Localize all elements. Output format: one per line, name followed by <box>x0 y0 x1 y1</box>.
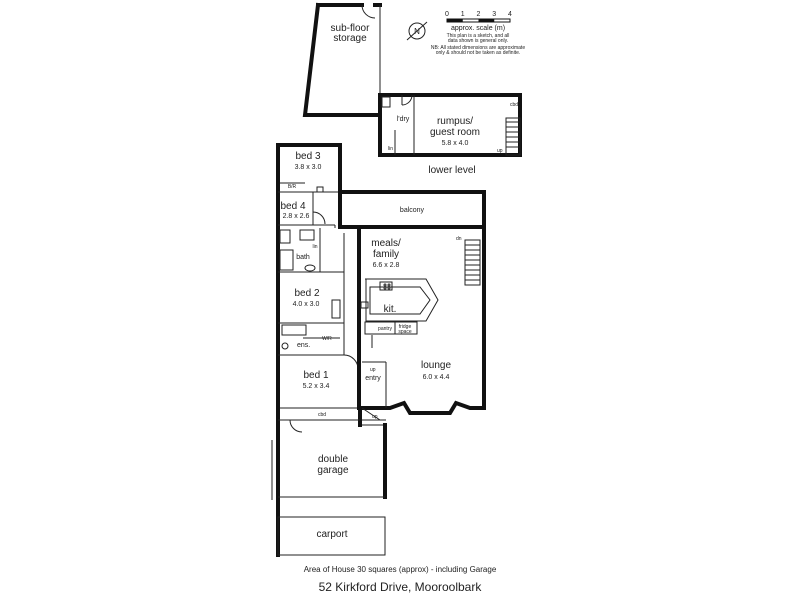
kit-label: kit. <box>384 304 397 315</box>
porch-up-label: up <box>372 414 378 420</box>
lower-stairs <box>505 117 521 156</box>
main-stairs: dn <box>456 236 481 286</box>
scale-tick-3: 3 <box>492 11 496 18</box>
address-title: 52 Kirkford Drive, Mooroolbark <box>318 580 482 594</box>
area-note: Area of House 30 squares (approx) - incl… <box>303 565 497 574</box>
bed3-robe: B/R <box>288 184 297 190</box>
lin-label: lin <box>388 146 393 152</box>
balcony-label: balcony <box>400 207 425 214</box>
subfloor-l1: sub-floor <box>331 23 371 34</box>
scale-tick-2: 2 <box>477 11 481 18</box>
bed3-label: bed 3 <box>295 151 320 162</box>
compass: N <box>406 21 428 41</box>
rumpus-dim: 5.8 x 4.0 <box>442 140 469 147</box>
scale-tick-1: 1 <box>461 11 465 18</box>
meals-dim: 6.6 x 2.8 <box>373 262 400 269</box>
rumpus-label-2: guest room <box>430 127 480 138</box>
bed4-label: bed 4 <box>280 201 305 212</box>
scale-bar: 0 1 2 3 4 approx. scale (m) This plan is… <box>431 11 525 56</box>
lower-up-label: up <box>497 148 503 154</box>
entry-label: entry <box>365 375 381 382</box>
bed2-label: bed 2 <box>294 288 319 299</box>
main-dn-label: dn <box>456 236 462 242</box>
bath-label: bath <box>296 254 310 261</box>
lounge-dim: 6.0 x 4.4 <box>423 374 450 381</box>
carport-label: carport <box>316 529 347 540</box>
garage-label-2: garage <box>317 465 349 476</box>
meals-label-1: meals/ <box>371 238 401 249</box>
fridge-l2: space <box>398 329 412 335</box>
lower-level-label: lower level <box>428 165 475 176</box>
garage-cbd: cbd <box>318 412 326 418</box>
scale-note-4: only & should not be taken as definite. <box>436 50 521 56</box>
garage-label-1: double <box>318 454 348 465</box>
compass-n: N <box>414 27 420 36</box>
meals-label-2: family <box>373 249 399 260</box>
scale-note-3: NB: All stated dimensions are approximat… <box>431 45 525 51</box>
fridge-l1: fridge <box>399 324 412 330</box>
bed2-dim: 4.0 x 3.0 <box>293 301 320 308</box>
bed1-label: bed 1 <box>303 370 328 381</box>
lounge-label: lounge <box>421 360 451 371</box>
bed4-dim: 2.8 x 2.6 <box>283 213 310 220</box>
scale-tick-0: 0 <box>445 11 449 18</box>
laundry-label: l'dry <box>397 116 410 123</box>
pantry-label: pantry <box>378 326 392 332</box>
main-level: B/R bed 3 3.8 x 3.0 bed 4 2.8 x 2.6 balc… <box>271 143 486 557</box>
scale-label: approx. scale (m) <box>451 25 505 32</box>
entry-up-label: up <box>370 367 376 373</box>
bed3-dim: 3.8 x 3.0 <box>295 164 322 171</box>
rumpus-label-1: rumpus/ <box>437 116 473 127</box>
bed1-dim: 5.2 x 3.4 <box>303 383 330 390</box>
scale-note-1: This plan is a sketch, and all <box>447 33 510 39</box>
bath-lin: lin <box>312 244 317 250</box>
ens-label: ens. <box>297 342 310 349</box>
cbd-label: cbd <box>510 102 518 108</box>
subfloor-l2: storage <box>333 33 367 44</box>
scale-note-2: data shown is general only. <box>448 38 508 44</box>
wir-label: W/R <box>322 336 332 342</box>
scale-tick-4: 4 <box>508 11 512 18</box>
